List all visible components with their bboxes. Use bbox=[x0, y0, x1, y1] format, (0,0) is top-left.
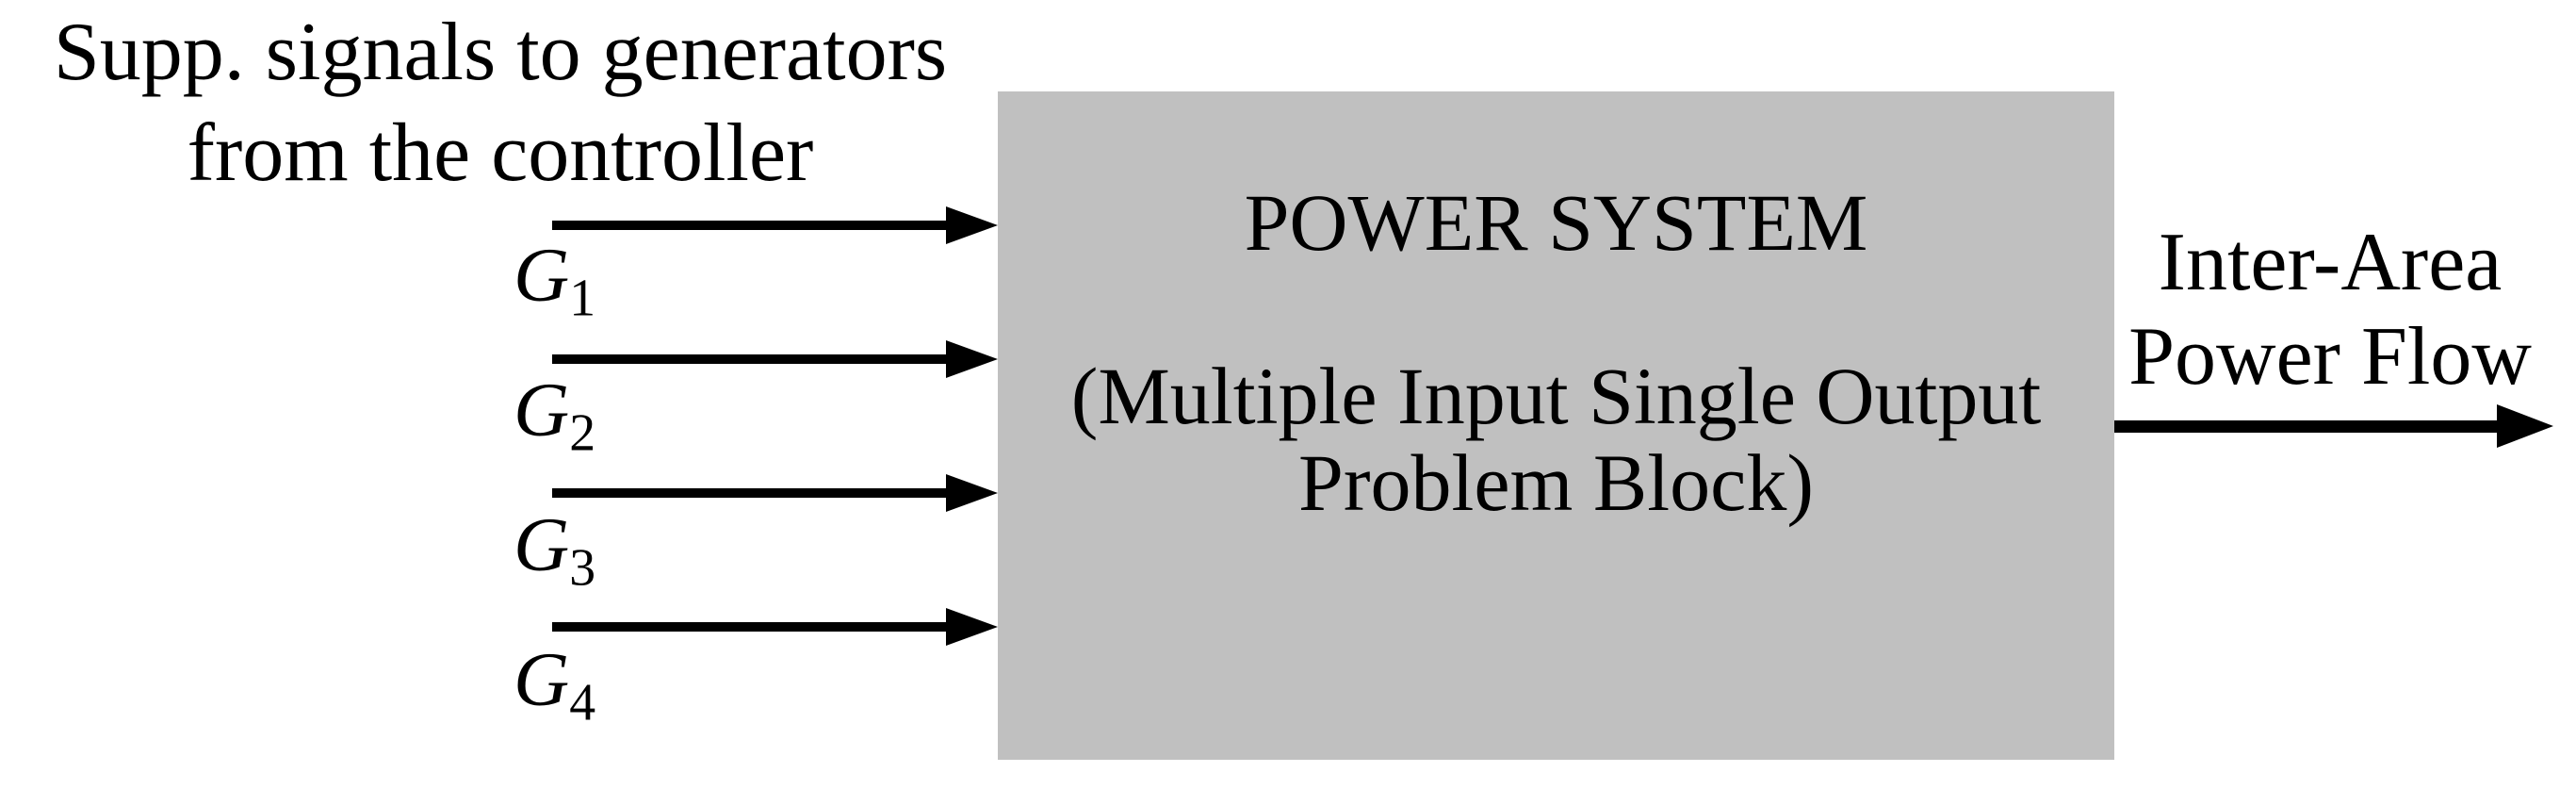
g4-subscript: 4 bbox=[569, 673, 596, 732]
power-system-block: POWER SYSTEM (Multiple Input Single Outp… bbox=[998, 91, 2114, 760]
block-blank-line bbox=[998, 266, 2114, 353]
caption-line-2: from the controller bbox=[187, 107, 814, 199]
input-arrow-right-icon-4 bbox=[552, 622, 946, 632]
g1-subscript: 1 bbox=[569, 269, 596, 328]
g4-base: G bbox=[514, 636, 570, 722]
g2-subscript: 2 bbox=[569, 403, 596, 463]
output-arrowhead-right-icon bbox=[2497, 404, 2553, 448]
input-arrowhead-right-icon-2 bbox=[946, 340, 998, 378]
caption-line-1: Supp. signals to generators bbox=[53, 7, 948, 98]
input-arrow-right-icon-2 bbox=[552, 354, 946, 364]
g3-subscript: 3 bbox=[569, 538, 596, 598]
power-system-block-text: POWER SYSTEM (Multiple Input Single Outp… bbox=[998, 179, 2114, 526]
input-arrow-right-icon-1 bbox=[552, 221, 946, 230]
input-arrowhead-right-icon-3 bbox=[946, 474, 998, 512]
input-arrow-right-icon-3 bbox=[552, 488, 946, 498]
output-caption-line-2: Power Flow bbox=[2128, 311, 2532, 403]
block-subtitle-line-2: Problem Block) bbox=[1298, 437, 1814, 528]
inter-area-power-flow-caption: Inter-Area Power Flow bbox=[2109, 216, 2552, 404]
g3-base: G bbox=[514, 501, 570, 587]
input-arrowhead-right-icon-1 bbox=[946, 206, 998, 244]
output-caption-line-1: Inter-Area bbox=[2158, 217, 2503, 308]
generator-label-g4: G4 bbox=[514, 641, 595, 730]
g2-base: G bbox=[514, 367, 570, 452]
generator-label-g3: G3 bbox=[514, 506, 595, 595]
output-arrow-right-icon bbox=[2114, 420, 2497, 433]
generator-label-g2: G2 bbox=[514, 371, 595, 460]
supplementary-signals-caption: Supp. signals to generators from the con… bbox=[0, 2, 1001, 204]
g1-base: G bbox=[514, 232, 570, 318]
block-subtitle-line-1: (Multiple Input Single Output bbox=[1070, 351, 2042, 441]
generator-label-g1: G1 bbox=[514, 237, 595, 325]
input-arrowhead-right-icon-4 bbox=[946, 608, 998, 646]
block-title: POWER SYSTEM bbox=[1244, 177, 1868, 268]
